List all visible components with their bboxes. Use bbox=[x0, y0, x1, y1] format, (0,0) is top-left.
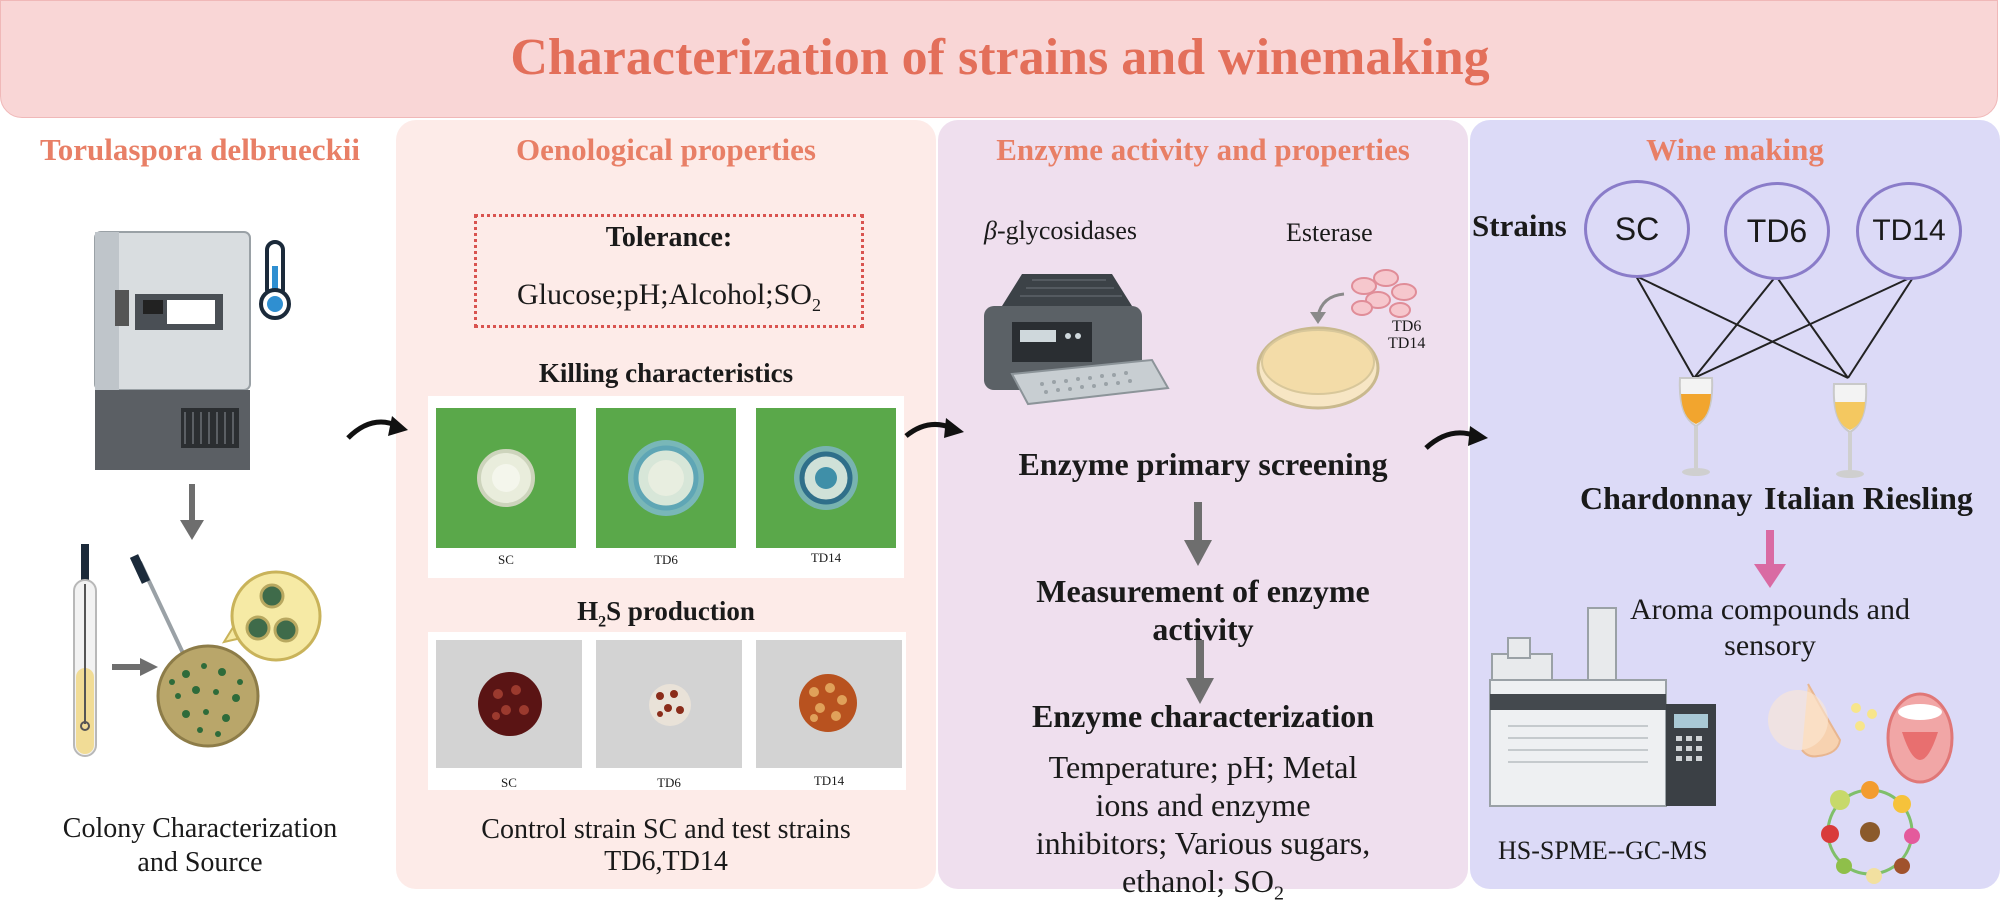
oenological-caption-line2: TD6,TD14 bbox=[604, 846, 728, 877]
strain-circle-td14: TD14 bbox=[1856, 182, 1962, 280]
gc-ms-instrument-icon bbox=[1489, 607, 1716, 807]
cells-icon bbox=[1351, 269, 1417, 318]
killing-label-sc: SC bbox=[498, 552, 514, 567]
oenological-caption: Control strain SC and test strains TD6,T… bbox=[396, 814, 936, 878]
mouth-tongue-icon bbox=[1886, 692, 1954, 784]
characterization-details: Temperature; pH; Metal ions and enzyme i… bbox=[938, 748, 1468, 912]
char-line4: ethanol; SO2 bbox=[938, 862, 1468, 912]
tolerance-heading: Tolerance: bbox=[605, 222, 733, 253]
aroma-caption-line2: sensory bbox=[1724, 629, 1816, 662]
esterase-strain-td6: TD6 bbox=[1392, 318, 1422, 335]
inoculation-loop-icon bbox=[129, 554, 192, 669]
h2s-colony-td14-icon bbox=[799, 674, 857, 732]
step-primary-screening: Enzyme primary screening bbox=[1018, 446, 1388, 482]
h2s-heading-sub: 2 bbox=[598, 613, 607, 631]
food-ingredients-icon bbox=[1821, 781, 1920, 884]
down-arrow-pink bbox=[1754, 530, 1786, 588]
killing-label-td6: TD6 bbox=[654, 552, 678, 567]
section-title-enzyme: Enzyme activity and properties bbox=[996, 132, 1410, 167]
tolerance-items-sub: 2 bbox=[811, 295, 821, 315]
section-title-oenological: Oenological properties bbox=[516, 132, 816, 167]
h2s-colony-td6-icon bbox=[649, 684, 691, 726]
source-caption-line2: and Source bbox=[137, 847, 263, 878]
cells-to-plate-arrow bbox=[1310, 292, 1345, 324]
h2s-heading-b: S production bbox=[606, 596, 755, 626]
killing-label-td14: TD14 bbox=[810, 550, 842, 565]
killing-photo-sc bbox=[436, 408, 576, 548]
flow-arrow-3 bbox=[1424, 426, 1488, 450]
wine-label-chardonnay: Chardonnay bbox=[1580, 480, 1753, 516]
char-line1: Temperature; pH; Metal bbox=[1048, 749, 1358, 785]
h2s-heading: H2S production bbox=[396, 596, 936, 631]
killing-photo-td14 bbox=[756, 408, 896, 548]
aroma-caption-line1: Aroma compounds and bbox=[1630, 593, 1910, 626]
step-characterization: Enzyme characterization bbox=[1031, 698, 1375, 734]
section-title-source: Torulaspora delbrueckii bbox=[39, 132, 361, 167]
esterase-label: Esterase bbox=[1286, 218, 1373, 247]
oenological-caption-line1: Control strain SC and test strains bbox=[481, 814, 851, 845]
nose-icon bbox=[1768, 683, 1842, 758]
section-title-winemaking: Wine making bbox=[1646, 132, 1824, 167]
esterase-strain-td14: TD14 bbox=[1388, 335, 1426, 352]
char-line4-sub: 2 bbox=[1273, 882, 1284, 905]
step-measurement-line1: Measurement of enzyme bbox=[1036, 573, 1370, 609]
petri-dish-icon bbox=[1256, 326, 1380, 410]
strain-connection-lines bbox=[1635, 275, 1915, 379]
aroma-caption: Aroma compounds and sensory bbox=[1600, 592, 1940, 664]
aroma-molecules-icon bbox=[1851, 703, 1877, 731]
down-arrow-enzyme-2 bbox=[1186, 640, 1214, 704]
flow-arrow-2 bbox=[904, 418, 964, 438]
killing-photo-td6 bbox=[596, 408, 736, 548]
microplate-reader-icon bbox=[984, 274, 1170, 406]
down-arrow-enzyme-1 bbox=[1184, 502, 1212, 566]
h2s-label-td6: TD6 bbox=[657, 775, 681, 790]
panel-enzyme bbox=[938, 120, 1468, 889]
h2s-label-sc: SC bbox=[501, 775, 517, 790]
killing-heading: Killing characteristics bbox=[538, 358, 794, 388]
h2s-photo-td14 bbox=[756, 640, 902, 768]
wine-glass-riesling-icon bbox=[1832, 383, 1868, 478]
tolerance-box bbox=[474, 214, 864, 328]
esterase-strains: TD6 TD14 bbox=[1388, 318, 1425, 352]
h2s-heading-a: H bbox=[577, 596, 599, 626]
beta-label-text: -glycosidases bbox=[996, 216, 1138, 245]
wine-label-riesling: Italian Riesling bbox=[1764, 480, 1973, 516]
colony-zoom-icon bbox=[221, 570, 322, 662]
colony-td14-icon bbox=[794, 446, 858, 510]
step-measurement: Measurement of enzyme activity bbox=[938, 572, 1468, 648]
agar-plate-icon bbox=[156, 644, 260, 748]
wine-glass-chardonnay-icon bbox=[1678, 377, 1714, 476]
beta-glycosidases-label: β-glycosidases bbox=[984, 216, 1137, 246]
h2s-colony-sc-icon bbox=[478, 672, 542, 736]
down-arrow bbox=[180, 484, 204, 540]
thermometer-icon bbox=[259, 240, 291, 320]
page-title: Characterization of strains and winemaki… bbox=[510, 29, 1490, 86]
tolerance-items-text: Glucose;pH;Alcohol;SO bbox=[517, 278, 812, 311]
beta-symbol: β bbox=[984, 216, 997, 245]
char-line4-text: ethanol; SO bbox=[1122, 863, 1274, 899]
h2s-label-td14: TD14 bbox=[813, 773, 845, 788]
tolerance-items: Glucose;pH;Alcohol;SO2 bbox=[474, 278, 864, 316]
h2s-photo-sc bbox=[436, 640, 582, 768]
instrument-label: HS-SPME--GC-MS bbox=[1498, 836, 1708, 865]
source-caption-line1: Colony Characterization bbox=[62, 813, 338, 844]
char-line3: inhibitors; Various sugars, bbox=[1035, 825, 1371, 861]
colony-sc-icon bbox=[477, 449, 535, 507]
flow-arrow-1 bbox=[346, 416, 408, 440]
strain-circle-sc: SC bbox=[1584, 180, 1690, 278]
right-arrow-small bbox=[112, 658, 158, 676]
char-line2: ions and enzyme bbox=[1095, 787, 1311, 823]
source-caption: Colony Characterization and Source bbox=[20, 812, 380, 880]
colony-td6-icon bbox=[628, 440, 704, 516]
test-tube-icon bbox=[73, 544, 97, 757]
h2s-photo-td6 bbox=[596, 640, 742, 768]
freezer-icon bbox=[94, 231, 251, 470]
strain-circle-td6: TD6 bbox=[1724, 182, 1830, 280]
title-banner bbox=[0, 0, 1998, 118]
strains-label: Strains bbox=[1472, 208, 1567, 243]
